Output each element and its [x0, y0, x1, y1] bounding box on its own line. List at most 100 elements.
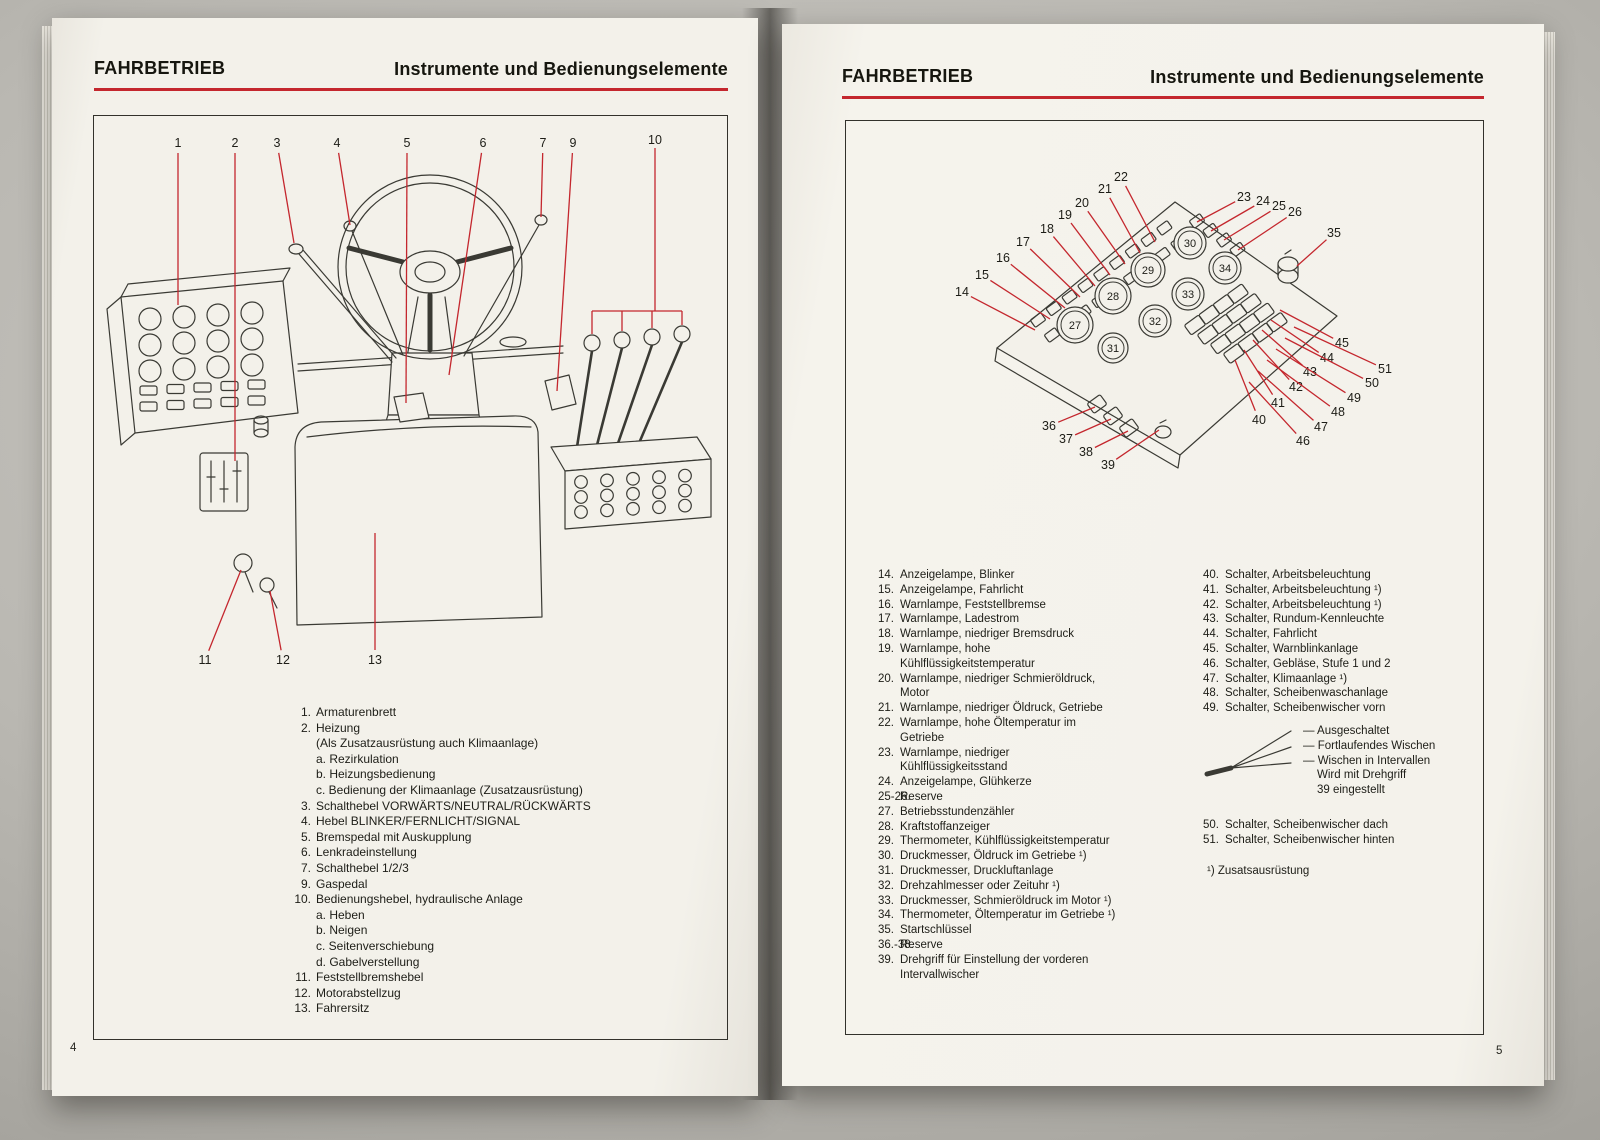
legend-item-text: Drehgriff für Einstellung der vorderen [900, 953, 1089, 966]
wiper-position-text: — Ausgeschaltet [1303, 724, 1390, 737]
legend-item: (Als Zusatzausrüstung auch Klimaanlage) [290, 736, 722, 752]
callout-number: 26 [1288, 205, 1302, 219]
gauge-dial [1208, 251, 1242, 285]
gauge-ring [1101, 336, 1125, 360]
legend-item-text: c. Seitenverschiebung [316, 938, 435, 953]
gauge-number: 31 [1107, 343, 1119, 355]
callout-number: 20 [1075, 196, 1089, 210]
callout-number: 45 [1335, 336, 1349, 350]
manual-page-4: FAHRBETRIEB Instrumente und Bedienungsel… [52, 18, 758, 1096]
legend-item-number: 21. [878, 702, 894, 715]
legend-item-number: 31. [878, 864, 894, 877]
legend-item-text: Warnlampe, Feststellbremse [900, 598, 1046, 611]
legend-item-text: Druckmesser, Öldruck im Getriebe ¹) [900, 850, 1087, 863]
callout-leader [1293, 326, 1377, 366]
legend-item: 18. Warnlampe, niedriger Bremsdruck [878, 627, 1208, 642]
legend-item-number: 47. [1203, 672, 1219, 685]
legend-item-number: 40. [1203, 569, 1219, 581]
legend-item-text: Schalter, Rundum-Kennleuchte [1225, 613, 1385, 626]
legend-item: 6. Lenkradeinstellung [290, 845, 722, 861]
ignition-switch [1277, 256, 1299, 272]
legend-item-number: 7. [300, 860, 311, 875]
legend-item-text: Anzeigelampe, Fahrlicht [900, 583, 1024, 596]
legend-item-number: 43. [1203, 613, 1219, 626]
callout-leader [1243, 349, 1274, 395]
legend-item-text: Schalter, Arbeitsbeleuchtung ¹) [1225, 583, 1382, 596]
legend-item-number: 35. [878, 924, 894, 937]
engine-stop-knob [259, 577, 275, 593]
callout-number: 14 [955, 285, 969, 299]
legend-item-number [290, 923, 316, 939]
callout-number: 39 [1101, 458, 1115, 472]
legend-item: 46. Schalter, Gebläse, Stufe 1 und 2 [1203, 657, 1485, 672]
legend-item: 21. Warnlampe, niedriger Öldruck, Getrie… [878, 701, 1208, 716]
legend-item: 42. Schalter, Arbeitsbeleuchtung ¹) [1203, 598, 1485, 613]
legend-item-number: 39. [878, 953, 894, 966]
wiper-position-list: — Ausgeschaltet — Fortlaufendes Wischen … [1303, 724, 1485, 768]
callout-number: 49 [1347, 391, 1361, 405]
legend-item: a. Rezirkulation [290, 752, 722, 768]
legend-item-number: 28. [878, 820, 894, 833]
callout-leader [1125, 185, 1156, 243]
legend-item: 41. Schalter, Arbeitsbeleuchtung ¹) [1203, 583, 1485, 598]
wiper-position-label: — Fortlaufendes Wischen [1303, 739, 1485, 754]
gauge-number: 30 [1184, 238, 1196, 250]
legend-item-text: Motor [900, 687, 930, 700]
callout-leader [337, 152, 351, 226]
legend-item-number: 30. [878, 850, 894, 863]
legend-item-number: 16. [878, 598, 894, 611]
legend-item-number: 10. [294, 892, 311, 907]
callout-leader [1279, 309, 1334, 339]
legend-item-number: 12. [294, 985, 311, 1000]
legend-item-text: Schalter, Fahrlicht [1225, 628, 1318, 641]
callout-leader [1275, 348, 1346, 394]
legend-item-text: Warnlampe, hohe [900, 642, 991, 655]
gauge-number: 33 [1182, 289, 1194, 301]
legend-item: 4. Hebel BLINKER/FERNLICHT/SIGNAL [290, 814, 722, 830]
legend-item-number: 9. [300, 876, 311, 891]
legend-item: 17. Warnlampe, Ladestrom [878, 612, 1208, 627]
legend-item-text: b. Heizungsbedienung [316, 767, 436, 782]
legend-item-text: Reserve [900, 938, 943, 951]
callout-leader [1261, 329, 1303, 366]
legend-item-text: Motorabstellzug [316, 985, 401, 1000]
wiper-position-label: — Wischen in Intervallen [1303, 754, 1485, 769]
gauge-number: 34 [1219, 263, 1231, 275]
legend-item-text: Schalter, Scheibenwischer hinten [1225, 833, 1395, 846]
hydraulic-valve-knobs [574, 468, 692, 519]
callout-number: 35 [1327, 226, 1341, 240]
legend-item-text: Thermometer, Öltemperatur im Getriebe ¹) [900, 909, 1116, 922]
callout-leader [1270, 319, 1320, 353]
content-frame [845, 120, 1484, 1035]
legend-item: Motor [878, 686, 1208, 701]
callout-number: 46 [1296, 434, 1310, 448]
legend-item-text: Schalthebel 1/2/3 [316, 860, 409, 875]
callout-number: 48 [1331, 405, 1345, 419]
legend-item-text: Reserve [900, 790, 943, 803]
callout-number: 41 [1271, 396, 1285, 410]
callout-number: 17 [1016, 235, 1030, 249]
legend-item-number: 4. [300, 814, 311, 829]
callout-number: 2 [232, 136, 239, 150]
legend-item-number: 13. [294, 1001, 311, 1016]
callout-leader [405, 152, 408, 404]
legend-item-number: 25-26. [878, 790, 911, 803]
hydraulic-levers [575, 340, 684, 457]
page-title-topic: Instrumente und Bedienungselemente [394, 59, 728, 79]
gauge-ring [1098, 281, 1128, 311]
legend-item-number [290, 767, 316, 783]
callout-leader [1109, 197, 1141, 254]
legend-item-text: Heizung [316, 720, 361, 735]
legend-item-number: 18. [878, 628, 894, 641]
header-rule [842, 96, 1484, 99]
legend-item-text: Schalter, Arbeitsbeleuchtung [1225, 569, 1371, 581]
legend-item-text: Warnlampe, niedriger Schmieröldruck, [900, 672, 1096, 685]
legend-item-text: Lenkradeinstellung [316, 845, 417, 860]
legend-item: Kühlflüssigkeitstemperatur [878, 657, 1208, 672]
legend-item-text: b. Neigen [316, 923, 368, 938]
wiper-note-line1: Wird mit Drehgriff [1317, 769, 1407, 782]
interval-wiper-knob [1154, 425, 1172, 439]
wiper-lever-diagram [1204, 730, 1292, 777]
